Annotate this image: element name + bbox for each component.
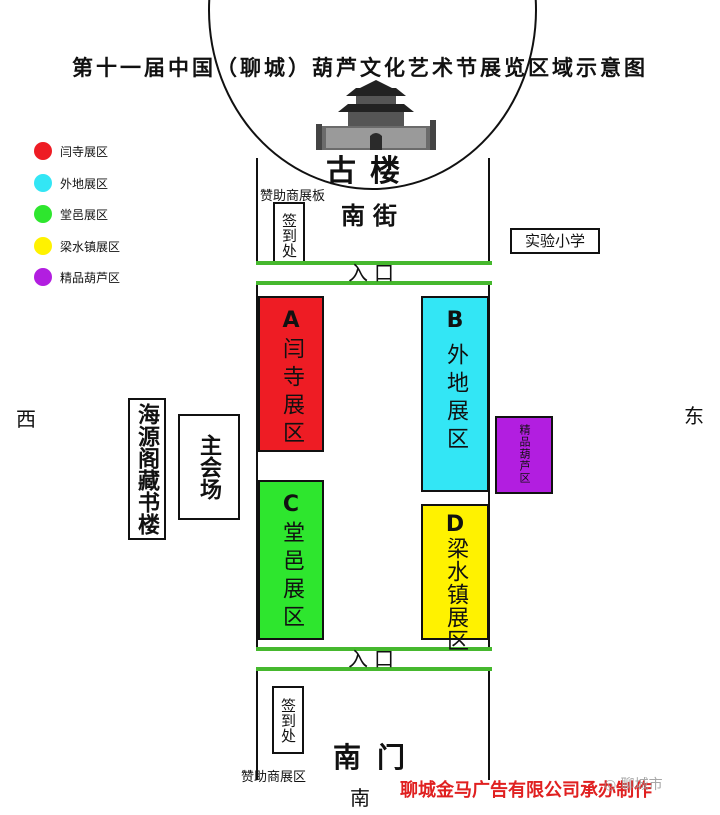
checkin-top: 签到处 <box>273 202 305 268</box>
zone-letter: B <box>423 308 487 333</box>
legend-item-boutique: 精品葫芦区 <box>34 266 120 288</box>
east-label: 东 <box>684 400 704 429</box>
watermark: ◎ 聊城市 <box>604 774 663 794</box>
legend-item-d: 梁水镇展区 <box>34 235 120 257</box>
entrance-top: 入口 <box>256 261 492 285</box>
zone-a: A 闫寺展区 <box>258 296 324 452</box>
legend-item-a: 闫寺展区 <box>34 140 108 162</box>
south-label: 南 <box>350 782 370 811</box>
zone-d: D 梁水镇展区 <box>421 504 489 640</box>
boutique-name: 精品葫芦区 <box>518 424 530 484</box>
checkin-bottom: 签到处 <box>272 686 304 754</box>
wechat-icon: ◎ <box>604 777 616 793</box>
school-box: 实验小学 <box>510 228 600 254</box>
nanmen-label: 南门 <box>333 736 421 776</box>
legend-dot <box>34 268 52 286</box>
legend-dot <box>34 237 52 255</box>
legend-dot <box>34 174 52 192</box>
legend-label: 堂邑展区 <box>60 206 108 223</box>
legend-item-c: 堂邑展区 <box>34 203 108 225</box>
nanjie-label: 南街 <box>341 196 405 231</box>
main-venue: 主会场 <box>178 414 240 520</box>
gulou-label: 古楼 <box>326 146 414 190</box>
legend-dot <box>34 205 52 223</box>
zone-c: C 堂邑展区 <box>258 480 324 640</box>
legend-item-b: 外地展区 <box>34 172 108 194</box>
legend-label: 梁水镇展区 <box>60 238 120 255</box>
map-title: 第十一届中国（聊城）葫芦文化艺术节展览区域示意图 <box>0 52 720 82</box>
zone-name: 堂邑展区 <box>279 521 303 633</box>
boutique-zone: 精品葫芦区 <box>495 416 553 494</box>
watermark-text: 聊城市 <box>621 777 663 793</box>
west-label: 西 <box>16 403 36 432</box>
zone-name: 外地展区 <box>443 343 467 455</box>
legend-dot <box>34 142 52 160</box>
zone-name: 梁水镇展区 <box>444 537 466 652</box>
sponsor-area-label: 赞助商展区 <box>241 766 306 785</box>
haiyuange-library: 海源阁藏书楼 <box>128 398 166 540</box>
legend-label: 闫寺展区 <box>60 143 108 160</box>
zone-letter: D <box>423 512 487 537</box>
zone-b: B 外地展区 <box>421 296 489 492</box>
legend-label: 精品葫芦区 <box>60 269 120 286</box>
gulou-tower-image <box>316 80 436 150</box>
road-left-edge <box>256 158 258 780</box>
zone-name: 闫寺展区 <box>279 337 303 449</box>
legend-label: 外地展区 <box>60 175 108 192</box>
zone-letter: C <box>260 492 322 517</box>
zone-letter: A <box>260 308 322 333</box>
